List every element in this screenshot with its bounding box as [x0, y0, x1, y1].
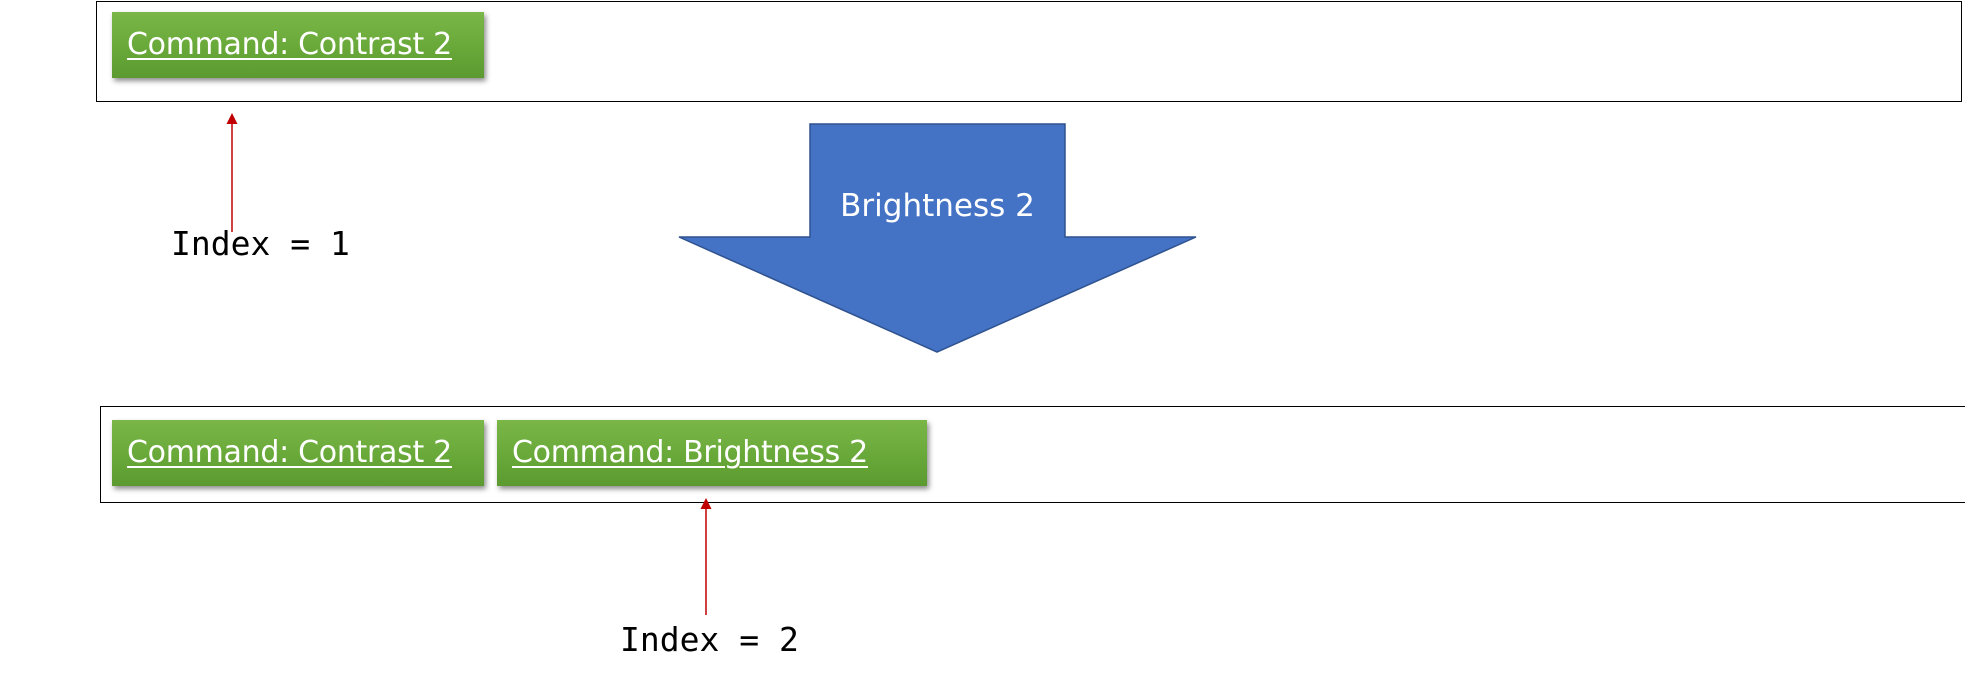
transition-label: Brightness 2: [840, 188, 1035, 224]
index-label-bottom: Index = 2: [620, 620, 799, 659]
command-card-contrast: Command: Contrast 2: [112, 12, 484, 78]
index-pointer-arrow-bottom: [700, 498, 712, 615]
index-pointer-arrow-top: [226, 113, 238, 232]
command-card-brightness: Command: Brightness 2: [497, 420, 927, 486]
index-label-top: Index = 1: [171, 224, 350, 263]
command-card-contrast: Command: Contrast 2: [112, 420, 484, 486]
